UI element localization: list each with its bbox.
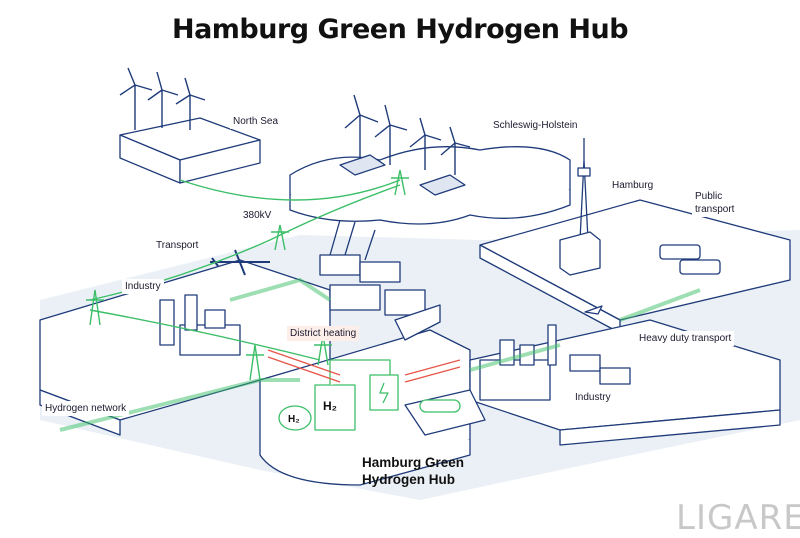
district-heating-pipes: [267, 349, 461, 383]
hub-label: Hamburg Green Hydrogen Hub: [362, 454, 464, 488]
h2-compressor-label: H₂: [288, 414, 300, 425]
watermark-logo: LIGARE: [676, 498, 800, 538]
label-schleswig-holstein: Schleswig-Holstein: [490, 118, 581, 133]
small-boat: [584, 305, 603, 315]
label-hamburg: Hamburg: [609, 178, 657, 193]
diagram-title: Hamburg Green Hydrogen Hub: [171, 14, 629, 45]
label-heavy-duty-transport: Heavy duty transport: [636, 331, 735, 346]
label-north-sea: North Sea: [230, 114, 282, 129]
container-port: [319, 219, 426, 316]
power-line: [89, 309, 321, 361]
truck: [569, 354, 601, 372]
bus: [659, 244, 701, 260]
hamburg-tv-tower: [577, 138, 591, 241]
solar-panel: [419, 174, 466, 196]
label-public-transport: Public transport: [692, 189, 746, 217]
truck: [599, 367, 631, 385]
label-industry-left: Industry: [122, 279, 164, 294]
solar-panel: [339, 154, 386, 176]
h2-tank-label: H₂: [323, 399, 337, 413]
label-transport: Transport: [153, 238, 202, 253]
hub-label-line1: Hamburg Green: [362, 455, 465, 470]
label-380kv: 380kV: [240, 208, 275, 223]
wind-turbines: [119, 67, 471, 175]
power-cable-offshore: [179, 179, 401, 201]
label-industry-right: Industry: [572, 390, 614, 405]
label-district-heating: District heating: [287, 326, 360, 341]
electricity-pylons: [86, 169, 409, 381]
ship: [394, 304, 441, 341]
electrolyser-h2: [278, 359, 399, 431]
hub-label-line2: Hydrogen Hub: [362, 472, 455, 487]
hydrogen-ship: [404, 389, 486, 436]
bus: [679, 259, 721, 275]
elbphilharmonie: [559, 231, 601, 276]
label-hydrogen-network: Hydrogen network: [42, 401, 130, 416]
north-sea-platform: [119, 117, 261, 184]
